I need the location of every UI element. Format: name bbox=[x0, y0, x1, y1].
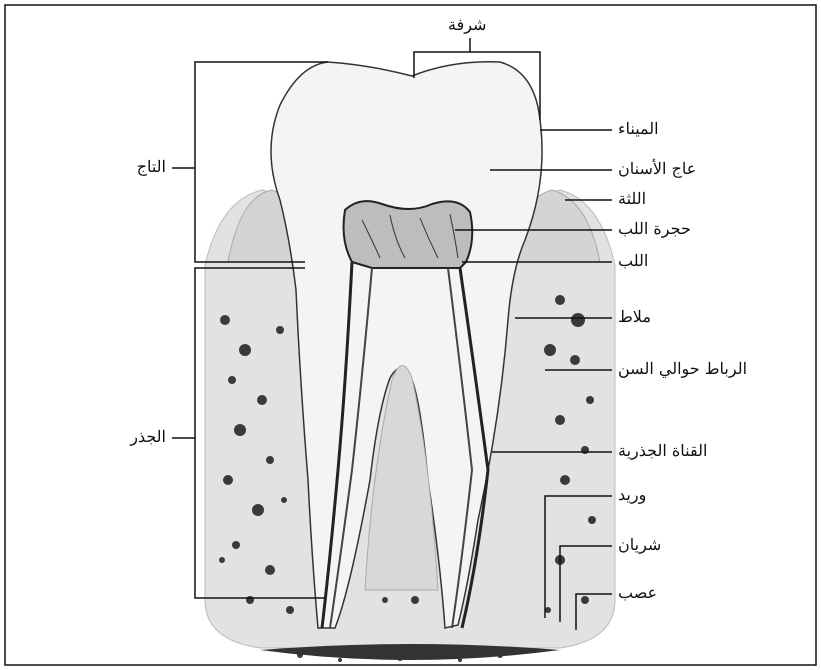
periodontal-ligament-label: الرباط حوالي السن bbox=[618, 360, 747, 378]
enamel-label: الميناء bbox=[618, 120, 659, 138]
nerve-label: عصب bbox=[618, 584, 657, 602]
pulp-label: اللب bbox=[618, 252, 648, 270]
cusp-label: شرفة bbox=[448, 16, 486, 34]
gum-label: اللثة bbox=[618, 190, 646, 208]
vein-label: وريد bbox=[618, 486, 646, 504]
pulp-chamber-label: حجرة اللب bbox=[618, 220, 691, 238]
root-label: الجذر bbox=[130, 428, 166, 446]
pulp-chamber-shape bbox=[344, 201, 473, 268]
artery-label: شريان bbox=[618, 536, 661, 554]
root-canal-label: القناة الجذرية bbox=[618, 442, 707, 460]
dentin-label: عاج الأسنان bbox=[618, 160, 696, 178]
crown-label: التاج bbox=[137, 158, 166, 176]
cementum-label: ملاط bbox=[618, 308, 651, 326]
